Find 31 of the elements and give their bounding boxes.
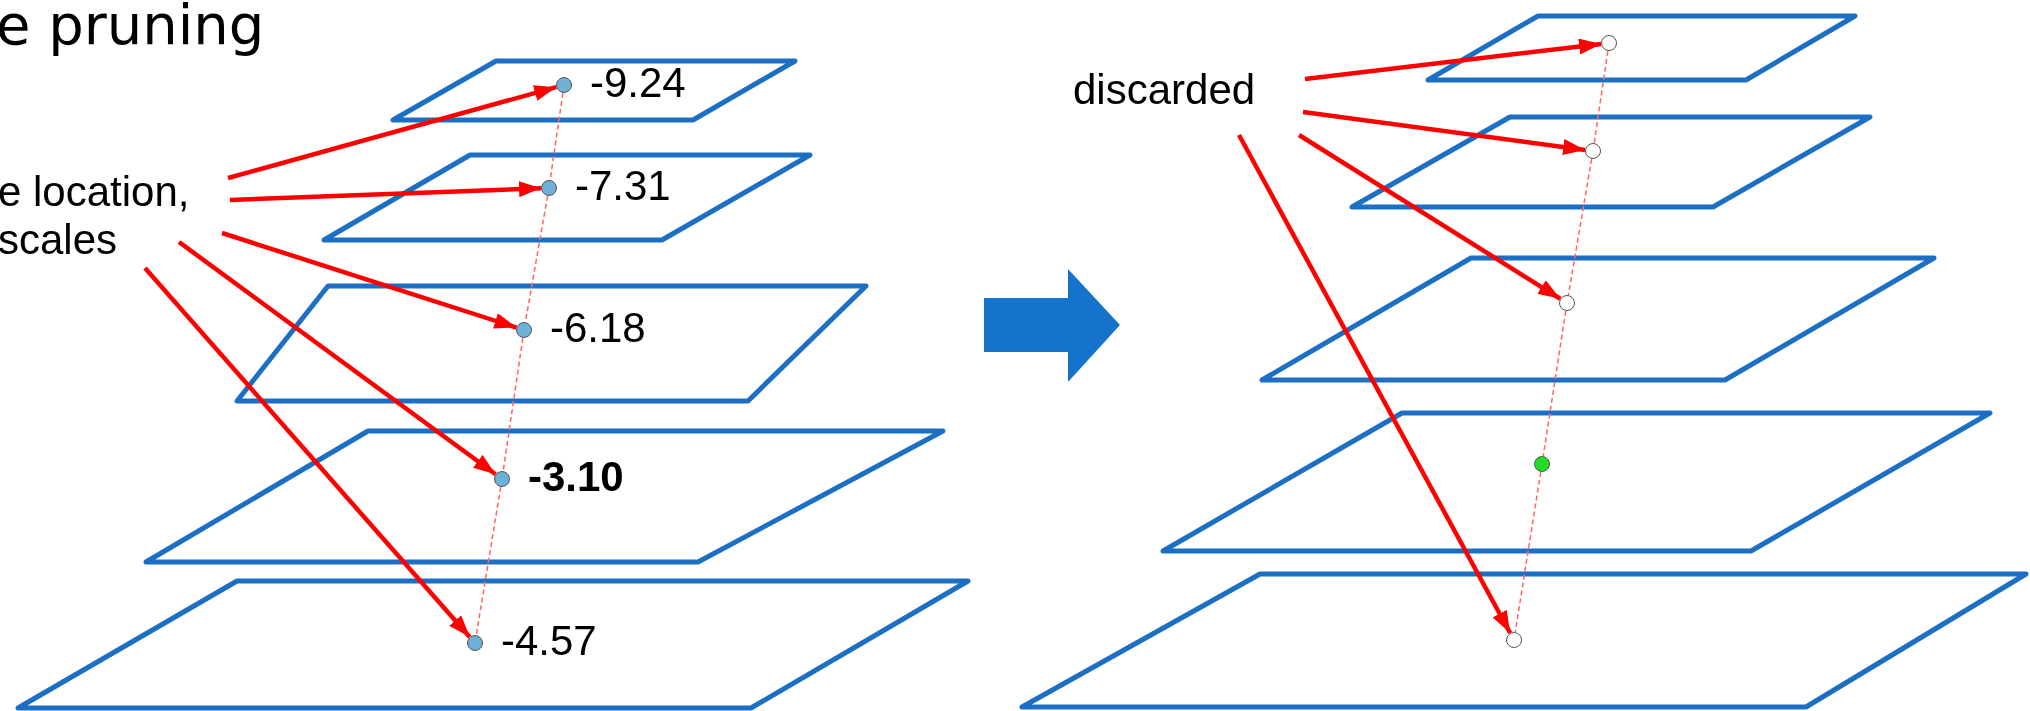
value-label: -3.10	[528, 453, 624, 501]
sample-point	[467, 635, 483, 651]
dashed-line	[1593, 50, 1609, 144]
selected-point	[1534, 456, 1550, 472]
dashed-line	[1514, 471, 1542, 633]
value-label: -6.18	[550, 304, 646, 352]
value-label: -7.31	[575, 162, 671, 210]
dashed-line	[1567, 158, 1593, 296]
value-label: -4.57	[501, 617, 597, 665]
annotation-text: discarded	[1073, 66, 1293, 114]
dashed-line	[502, 337, 524, 472]
discarded-point	[1585, 143, 1601, 159]
sample-point	[556, 77, 572, 93]
arrow	[1304, 38, 1602, 82]
value-label: -9.24	[590, 59, 686, 107]
sample-point	[494, 471, 510, 487]
arrow	[1237, 133, 1513, 635]
arrow	[177, 240, 497, 477]
dashed-line	[1542, 310, 1567, 457]
discarded-point	[1559, 295, 1575, 311]
arrow	[143, 266, 472, 639]
arrow	[229, 181, 542, 203]
discarded-point	[1506, 632, 1522, 648]
arrow	[1297, 133, 1562, 301]
arrow	[227, 84, 557, 181]
arrow	[1302, 109, 1586, 155]
sample-point	[516, 322, 532, 338]
arrow	[221, 230, 518, 330]
sample-point	[541, 180, 557, 196]
discarded-point	[1601, 35, 1617, 51]
dashed-line	[475, 486, 502, 636]
